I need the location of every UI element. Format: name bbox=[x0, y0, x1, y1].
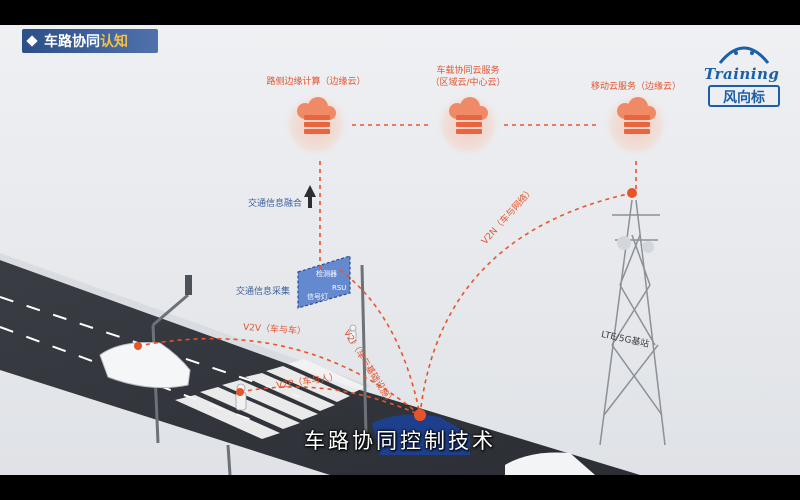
title-highlight: 认知 bbox=[100, 34, 128, 50]
diamond-icon bbox=[26, 35, 38, 47]
steering-wheel-icon bbox=[718, 46, 770, 64]
label-rsu: RSU bbox=[332, 284, 347, 292]
scene: 车路协同认知 Training 风向标 路侧边缘计算（边缘云） 车载协同云服务 … bbox=[0, 25, 800, 475]
cloud-mobile-line1: 移动云服务（边缘云） bbox=[590, 82, 681, 92]
brand-logo: Training 风向标 bbox=[700, 37, 788, 111]
brand-english: Training bbox=[704, 65, 780, 83]
cloud-vehicle-line2: （区域云/中心云） bbox=[430, 78, 506, 88]
video-subtitle: 车路协同控制技术 bbox=[304, 429, 496, 453]
cloud-vehicle-line1: 车载协同云服务 bbox=[436, 66, 500, 76]
label-traffic-collect: 交通信息采集 bbox=[236, 287, 291, 297]
cloud-roadside-line1: 路侧边缘计算（边缘云） bbox=[266, 77, 366, 87]
cloud-label-roadside: 路侧边缘计算（边缘云） bbox=[236, 76, 396, 88]
scene-illustration bbox=[0, 91, 670, 475]
cloud-label-mobile: 移动云服务（边缘云） bbox=[566, 81, 706, 93]
letterbox-bottom bbox=[0, 475, 800, 500]
brand-chinese: 风向标 bbox=[708, 85, 780, 107]
rsu-sign bbox=[297, 255, 351, 309]
section-title: 车路协同认知 bbox=[22, 29, 158, 53]
letterbox-top bbox=[0, 0, 800, 25]
label-detector: 检测器 bbox=[316, 270, 337, 278]
title-prefix: 车路协同 bbox=[44, 34, 100, 50]
cloud-label-vehicle: 车载协同云服务 （区域云/中心云） bbox=[400, 65, 536, 89]
label-traffic-fusion: 交通信息融合 bbox=[248, 199, 303, 209]
label-signal: 信号灯 bbox=[307, 293, 328, 301]
